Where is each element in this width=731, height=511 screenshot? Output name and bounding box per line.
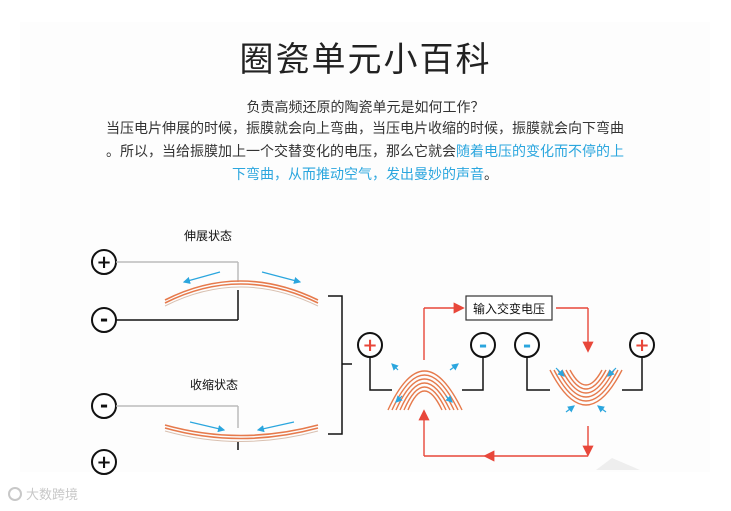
decorative-shape (596, 458, 640, 470)
terminal-minus-right-1: - (470, 332, 496, 358)
piezo-arch-down (549, 369, 623, 406)
arrow-contract-right (256, 421, 295, 433)
arrow-arch-up-low-right (445, 395, 453, 403)
content-background (20, 22, 710, 472)
arrow-arch-down-top-left (555, 367, 565, 377)
watermark-text: 大数跨境 (26, 488, 79, 503)
arrow-arch-up-left (391, 363, 399, 371)
wire-plus-right-1 (369, 357, 392, 391)
red-current-loop (418, 302, 594, 462)
paragraph-line-2: 。所以，当给振膜加上一个交替变化的电压，那么它就会随着电压的变化而不停的上 (65, 141, 665, 164)
arrow-extend-right (261, 271, 302, 284)
terminal-minus-right-2: - (514, 332, 540, 358)
terminal-plus-right-1: + (357, 332, 383, 358)
svg-text:-: - (100, 307, 108, 331)
state-bracket (328, 295, 343, 435)
label-input-voltage: 输入交变电压 (473, 301, 545, 316)
terminal-minus-bottom: - (91, 393, 117, 419)
input-voltage-box: 输入交变电压 (465, 295, 553, 321)
watermark: 大数跨境 (8, 484, 78, 503)
arrow-contract-left (189, 421, 226, 433)
label-extend-state: 伸展状态 (184, 229, 232, 243)
svg-text:+: + (96, 452, 111, 473)
film-extend (164, 280, 319, 307)
page-title: 圈瓷单元小百科 (239, 40, 492, 80)
question-text: 负责高频还原的陶瓷单元是如何工作？ (246, 100, 485, 116)
svg-text:-: - (100, 393, 108, 417)
film-contract (164, 424, 319, 442)
paragraph-highlight-1: 随着电压的变化而不停的上 (456, 144, 624, 160)
explanation-paragraph: 当压电片伸展的时候，振膜就会向上弯曲，当压电片收缩的时候，振膜就会向下弯曲 。所… (65, 118, 665, 187)
wire-minus-right-1 (462, 357, 484, 391)
terminal-plus-top: + (91, 249, 117, 275)
paragraph-highlight-2: 下弯曲，从而推动空气，发出曼妙的声音 (232, 167, 484, 183)
arrow-extend-left (182, 271, 221, 284)
paragraph-line-3: 下弯曲，从而推动空气，发出曼妙的声音。 (65, 164, 665, 187)
paragraph-line-2-text: 。所以，当给振膜加上一个交替变化的电压，那么它就会 (106, 144, 456, 160)
arrow-arch-down-low-right (597, 405, 607, 413)
wire-plus-right-2 (622, 357, 643, 391)
paragraph-line-3-end: 。 (484, 167, 498, 183)
svg-text:+: + (634, 335, 649, 356)
svg-text:+: + (362, 335, 377, 356)
terminal-minus-top: - (91, 307, 117, 333)
svg-text:-: - (523, 333, 531, 357)
piezo-arch-up (387, 370, 463, 411)
arrow-arch-up-low-left (395, 395, 403, 403)
arrow-arch-down-top-right (607, 367, 617, 377)
terminal-plus-right-2: + (629, 332, 655, 358)
svg-text:-: - (479, 333, 487, 357)
paragraph-line-1: 当压电片伸展的时候，振膜就会向上弯曲，当压电片收缩的时候，振膜就会向下弯曲 (106, 121, 624, 137)
label-contract-state: 收缩状态 (190, 377, 238, 392)
wire-minus-right-2 (526, 357, 550, 391)
svg-text:+: + (96, 252, 111, 273)
watermark-logo-icon (8, 486, 22, 501)
terminal-plus-bottom: + (91, 449, 117, 475)
arrow-arch-up-right (449, 363, 459, 371)
arrow-arch-down-low-left (565, 405, 575, 413)
